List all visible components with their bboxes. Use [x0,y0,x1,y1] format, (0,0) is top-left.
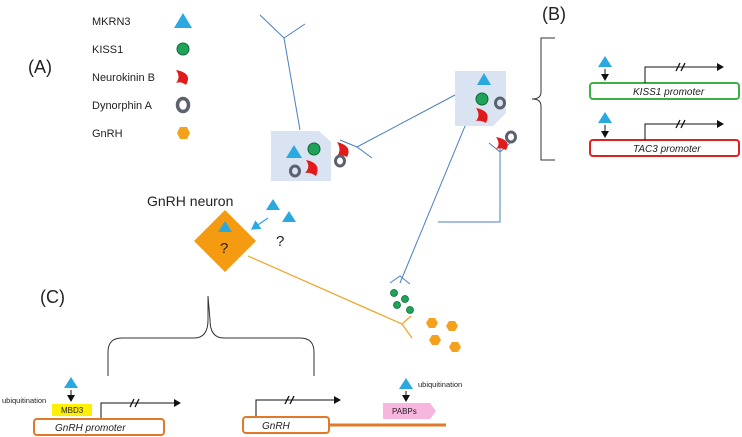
gnrh-hexagon-icon [426,318,438,328]
kiss1-circle-icon [406,306,414,314]
gnrh-hexagon-icon [429,335,441,345]
cell-body [271,131,331,181]
kiss1-circle-icon [307,142,321,156]
dendrite-branch [259,14,301,131]
axon-descending [438,142,501,223]
axon-terminal-fork [339,139,373,159]
axon-to-gnrh-terminal [399,113,471,284]
synaptic-terminal [389,275,411,285]
tac3-promoter-label: TAC3 promoter [633,144,701,155]
gnrh-gene-box [242,416,330,434]
dynorphin-a-ring-icon [494,96,506,110]
mkrn3-triangle-icon [399,378,413,389]
legend-label-nkb: Neurokinin B [92,72,155,84]
mkrn3-triangle-icon [266,199,280,210]
kiss1-circle-icon [393,301,401,309]
kiss1-promoter-construct: KISS1 promoter [589,56,740,100]
transcription-start-arrow [644,120,724,140]
kndy-cell-middle [271,131,331,181]
gnrh-hexagon-icon [446,321,458,331]
mkrn3-to-gnrh-arrow [250,217,269,230]
kndy-cell-right [455,71,506,126]
gnrh-axon-branch [401,315,412,325]
dynorphin-a-ring-icon [175,96,191,114]
pabps-label: PABPs [392,407,417,416]
break-mark [289,395,295,405]
legend: MKRN3 KISS1 Neurokinin B Dynorphin A GnR… [92,13,192,140]
gnrh-gene-construct: GnRH PABPs ubiquitination [242,378,462,434]
break-mark [680,62,686,72]
gnrh-neuron-question-mark: ? [220,240,228,257]
kiss1-circle-icon [475,92,489,106]
gnrh-neuron-body [194,210,256,272]
break-mark [675,119,681,129]
mkrn3-triangle-icon [598,112,612,123]
kiss1-promoter-label: KISS1 promoter [633,87,705,98]
dendrite-branch [283,23,306,39]
transcription-start-arrow [255,396,341,416]
kiss1-promoter-box [589,82,740,100]
mkrn3-triangle-icon [598,56,612,67]
mkrn3-triangle-icon [477,73,491,85]
gnrh-hexagon-icon [449,342,461,352]
gnrh-promoter-label: GnRH promoter [55,423,126,434]
mkrn3-triangle-icon [174,13,192,28]
neurokinin-b-crescent-icon [176,70,189,85]
tac3-promoter-box [589,139,740,157]
tac3-promoter-construct: TAC3 promoter [589,112,740,157]
gnrh-promoter-box [33,418,165,436]
break-mark [134,398,140,408]
break-mark [680,119,686,129]
right-ubiquitination-label: ubiquitination [418,380,462,389]
kndy-neuron-fibers [259,14,511,285]
neurokinin-b-crescent-icon [337,142,349,157]
panel-label-b: (B) [542,4,566,24]
panel-c-bracket [107,295,315,376]
axon-to-right-cell [356,94,456,148]
break-mark [284,395,290,405]
mkrn3-triangle-icon [286,145,302,158]
mkrn3-triangle-icon [218,221,232,232]
transcription-start-arrow [100,399,181,418]
kiss1-circle-icon [176,42,190,56]
legend-label-dyn: Dynorphin A [92,100,153,112]
panel-label-c: (C) [40,287,65,307]
kiss1-circle-icon [401,295,409,303]
side-question-mark: ? [276,233,284,250]
gnrh-promoter-construct: ubiquitination MBD3 GnRH promoter [2,377,181,436]
kiss1-circle-icon [390,289,398,297]
neurokinin-b-crescent-icon [305,160,318,176]
legend-label-mkrn3: MKRN3 [92,16,131,28]
transcription-start-arrow [644,63,724,83]
dynorphin-a-ring-icon [334,154,346,168]
mkrn3-triangle-icon [282,211,296,222]
gnrh-neuron: GnRH neuron ? [147,193,413,339]
dynorphin-a-ring-icon [505,130,517,144]
legend-label-kiss1: KISS1 [92,44,123,56]
gnrh-axon [247,255,413,339]
legend-label-gnrh: GnRH [92,128,123,140]
mkrn3-triangle-icon [64,377,78,388]
neurokinin-b-crescent-icon [476,108,488,123]
gnrh-gene-label: GnRH [262,421,291,432]
break-mark [675,62,681,72]
panel-b-bracket [531,37,555,161]
left-ubiquitination-label: ubiquitination [2,396,46,405]
panel-label-a: (A) [28,57,52,77]
pabps-box [383,403,436,419]
neurokinin-b-crescent-icon [496,137,508,150]
mbd3-label: MBD3 [61,406,84,415]
dynorphin-a-ring-icon [289,164,301,178]
gnrh-neuron-label: GnRH neuron [147,193,233,209]
mbd3-box [52,404,92,416]
break-mark [129,398,135,408]
gnrh-hexagon-icon [177,127,190,139]
